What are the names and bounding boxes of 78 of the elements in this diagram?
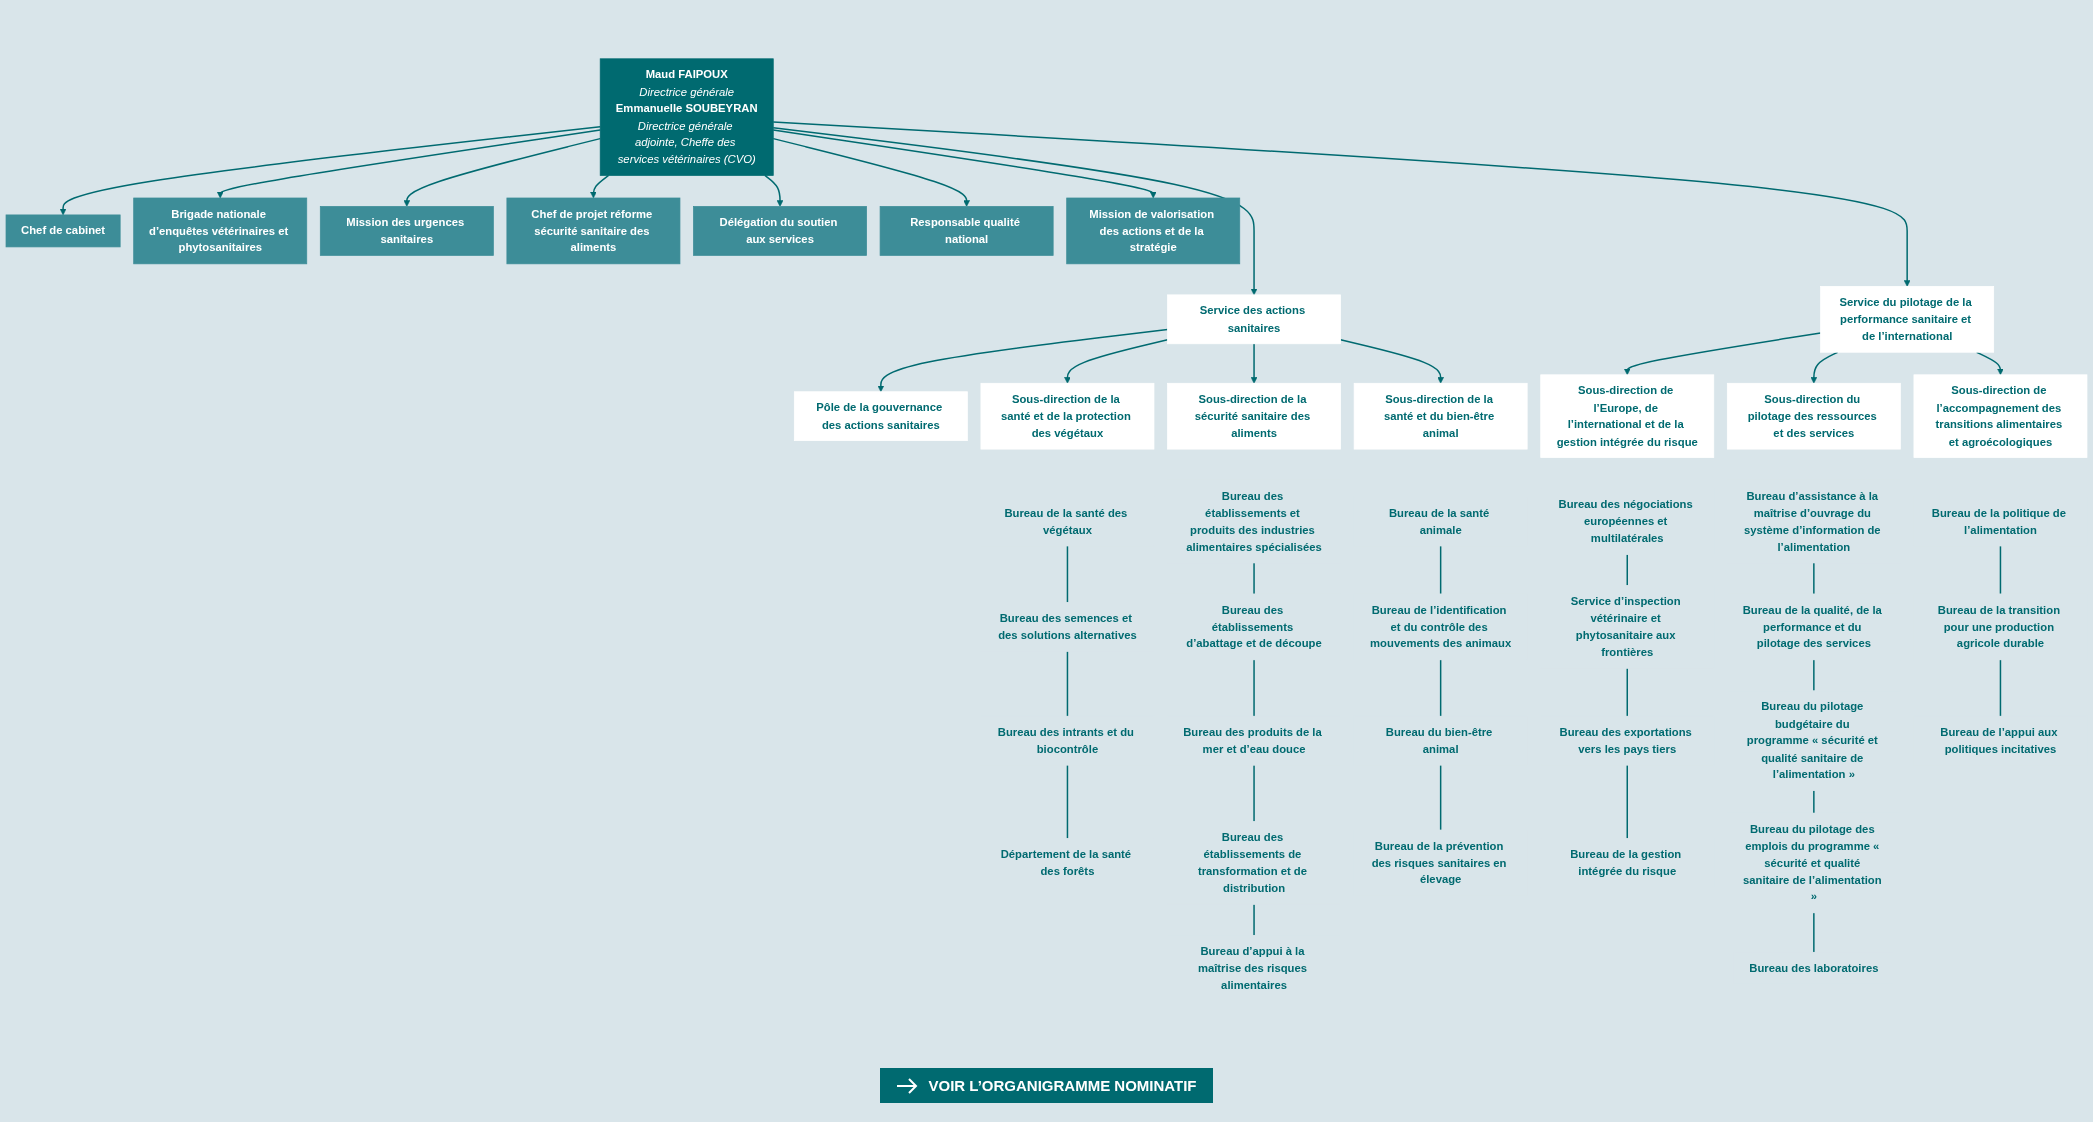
connector: [1813, 789, 1815, 814]
node-box: Délégation du soutien aux services: [693, 206, 867, 256]
node-box: Chef de projet réforme sécurité sanitaire des aliments: [506, 197, 681, 265]
arrow: [1339, 339, 1444, 384]
connector: [1999, 659, 2002, 717]
connector: [1999, 545, 2002, 595]
connector: [1813, 562, 1815, 595]
arrow: [59, 126, 601, 216]
node-box: Responsable qualité national: [879, 206, 1054, 256]
connector: [1439, 764, 1442, 831]
connector: [1253, 903, 1255, 937]
node-text: Service d’inspection vétérinaire et phytosanitaire aux frontières: [1570, 594, 1681, 659]
arrow: [403, 137, 601, 207]
node-text: Bureau de la qualité, de la performance et du pilotage des services: [1742, 602, 1882, 650]
node-text: Bureau de l’appui aux politiques incitatives: [1940, 725, 2058, 755]
node-box: Service des actions sanitaires: [1167, 294, 1341, 345]
node-text: Bureau des exportations vers les pays tiers: [1559, 725, 1692, 755]
connector: [1066, 545, 1069, 604]
node-text: Bureau du pilotage budgétaire du programme « sécurité et qualité sanitaire de l’alimentation »: [1746, 699, 1878, 781]
node-box: Mission de valorisation des actions et de la stratégie: [1066, 197, 1241, 265]
node-text: Bureau d’assistance à la maîtrise d’ouvrage du système d’information de l’alimentation: [1743, 489, 1881, 553]
arrow: [1810, 351, 1839, 384]
arrow: [772, 137, 970, 207]
connector: [1439, 659, 1442, 717]
node-box: Sous-direction de la santé et de la protection des végétaux: [980, 382, 1155, 450]
connector: [1253, 764, 1255, 823]
link-button: VOIR L’ORGANIGRAMME NOMINATIF: [880, 1068, 1213, 1103]
node-box: Sous-direction de l’Europe, de l’international et de la gestion intégrée du risque: [1540, 374, 1715, 458]
node-text: Bureau des intrants et du biocontrôle: [997, 725, 1134, 755]
arrow: [590, 174, 610, 199]
node-text: Bureau de l’identification et du contrôle des mouvements des animaux: [1370, 602, 1512, 650]
connector: [1066, 650, 1069, 717]
node-text: Bureau de la santé des végétaux: [1004, 506, 1128, 536]
node-box: Service du pilotage de la performance sanitaire et de l’international: [1820, 286, 1995, 353]
node-box: Sous-direction de l’accompagnement des transitions alimentaires et agroécologiques: [1913, 374, 2088, 458]
node-text: Bureau des établissements d’abattage et de découpe: [1186, 602, 1322, 650]
arrow: [216, 129, 601, 199]
node-text: Département de la santé des forêts: [1000, 847, 1132, 878]
arrow: [1064, 339, 1169, 384]
connector: [1439, 545, 1442, 595]
node-box: Chef de cabinet: [5, 214, 121, 248]
connector: [1813, 659, 1815, 692]
node-text: Bureau des produits de la mer et d’eau douce: [1183, 725, 1322, 755]
node-text: Bureau de la santé animale: [1388, 506, 1490, 536]
arrow: [1250, 343, 1258, 384]
arrow: [764, 174, 784, 207]
node-box: Sous-direction de la sécurité sanitaire des aliments: [1167, 382, 1341, 450]
node-box: Brigade nationale d’enquêtes vétérinaires et phytosanitaires: [133, 197, 308, 265]
arrow: [1623, 332, 1822, 376]
connector: [1253, 659, 1255, 717]
arrow: [1975, 351, 2004, 376]
node-text: Bureau des établissements et produits des industries alimentaires spécialisées: [1186, 489, 1322, 553]
connector: [1066, 764, 1069, 840]
node-text: Bureau des établissements de transformation et de distribution: [1197, 830, 1308, 895]
node-text: Bureau d’appui à la maîtrise des risques alimentaires: [1197, 944, 1308, 992]
node-box: Pôle de la gouvernance des actions sanitaires: [793, 391, 968, 442]
node-text: Bureau de la politique de l’alimentation: [1931, 506, 2066, 536]
arrow: [772, 126, 1258, 296]
node-text: Bureau des laboratoires: [1749, 961, 1879, 975]
connector: [1626, 667, 1628, 717]
node-text: Bureau des négociations européennes et multilatérales: [1558, 497, 1693, 545]
node-text: Bureau du bien-être animal: [1385, 725, 1493, 755]
node-text: Bureau du pilotage des emplois du programme « sécurité et qualité sanitaire de l’alimentation »: [1742, 822, 1882, 903]
connector: [1626, 764, 1628, 840]
arrow: [772, 129, 1157, 199]
node-box: Maud FAIPOUX Directrice générale Emmanuelle SOUBEYRAN Directrice générale adjointe, Cheffe des services vétérinaires (CVO): [599, 58, 774, 176]
node-box: Mission des urgences sanitaires: [319, 206, 494, 256]
node-box: Sous-direction du pilotage des ressources et des services: [1726, 382, 1901, 450]
node-text: Bureau des semences et des solutions alternatives: [998, 611, 1137, 642]
node-text: Bureau de la gestion intégrée du risque: [1570, 847, 1682, 878]
node-box: Sous-direction de la santé et du bien-être animal: [1353, 382, 1528, 450]
arrow: [772, 121, 1911, 287]
node-text: Bureau de la transition pour une production agricole durable: [1937, 602, 2061, 650]
connector: [1813, 912, 1815, 954]
connector: [1626, 553, 1628, 587]
connector: [1253, 562, 1255, 595]
node-text: Bureau de la prévention des risques sanitaires en élevage: [1371, 839, 1507, 886]
arrow: [877, 328, 1169, 393]
